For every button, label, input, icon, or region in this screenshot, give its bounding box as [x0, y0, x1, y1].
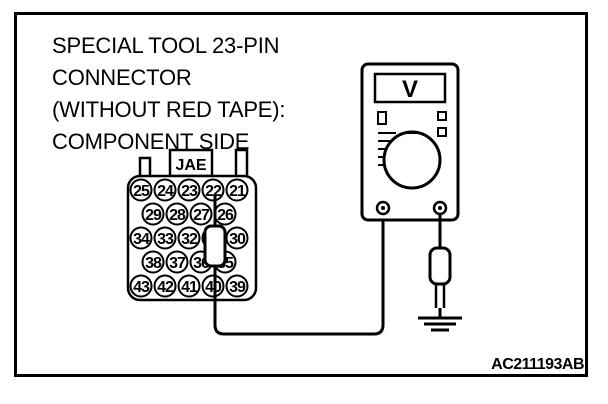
connector-pin	[177, 226, 201, 250]
connector-pin	[141, 202, 165, 226]
connector-pin	[153, 226, 177, 250]
connector-pin	[225, 178, 249, 202]
connector-pin-label: 27	[193, 207, 210, 224]
lead-wire-positive	[213, 213, 385, 336]
connector-pin-label: 33	[157, 231, 174, 248]
diagram-frame	[14, 12, 588, 377]
connector-pin	[189, 202, 213, 226]
connector-pin-label: 30	[229, 231, 246, 248]
connector-pin-label: 28	[169, 207, 186, 224]
connector-pins: 2524232221292827263433323130383736354342…	[129, 178, 249, 298]
connector-brand-box	[168, 148, 214, 178]
connector-pin	[225, 274, 249, 298]
connector-pin	[165, 250, 189, 274]
test-probe	[203, 196, 227, 284]
connector-pin-label: 24	[157, 183, 174, 200]
connector-pin	[177, 274, 201, 298]
connector-pin	[153, 274, 177, 298]
connector-pin	[165, 202, 189, 226]
connector-pin-label: 41	[181, 279, 198, 296]
connector: JAE 252423222129282726343332313038373635…	[126, 148, 258, 302]
connector-pin-label: 25	[133, 183, 150, 200]
connector-brand: JAE	[175, 157, 206, 174]
connector-pin	[129, 226, 153, 250]
connector-pin	[141, 250, 165, 274]
ground-clip	[428, 246, 452, 286]
connector-pin-label: 21	[229, 183, 246, 200]
connector-pin	[129, 178, 153, 202]
connector-pin-label: 23	[181, 183, 198, 200]
connector-right-tab	[234, 148, 249, 180]
connector-pin-label: 37	[169, 255, 186, 272]
caption-line: SPECIAL TOOL 23-PIN	[52, 33, 280, 58]
connector-pin	[129, 274, 153, 298]
connector-pin-label: 22	[205, 183, 222, 200]
ground-symbol	[418, 316, 462, 332]
connector-pin	[201, 178, 225, 202]
ground-lead	[428, 214, 452, 318]
connector-pin-label: 38	[145, 255, 162, 272]
connector-pin	[177, 178, 201, 202]
connector-pin-label: 34	[133, 231, 150, 248]
connector-pin-label: 43	[133, 279, 150, 296]
voltmeter-dial	[382, 130, 442, 190]
connector-pin-label: 42	[157, 279, 174, 296]
voltmeter-display	[373, 72, 447, 104]
voltmeter: V	[360, 62, 460, 222]
connector-pin-label: 39	[229, 279, 246, 296]
caption-line: CONNECTOR	[52, 65, 192, 90]
connector-pin-label: 26	[217, 207, 234, 224]
caption-line: (WITHOUT RED TAPE):	[52, 97, 286, 122]
caption-block: SPECIAL TOOL 23-PIN CONNECTOR (WITHOUT R…	[52, 30, 286, 158]
caption-line: COMPONENT SIDE	[52, 129, 250, 154]
connector-pin	[201, 274, 225, 298]
connector-pin-label: 32	[181, 231, 198, 248]
connector-pin-label: 29	[145, 207, 162, 224]
voltmeter-unit-symbol: V	[402, 76, 418, 103]
connector-pin	[153, 178, 177, 202]
figure-id: AC211193AB	[491, 356, 584, 373]
